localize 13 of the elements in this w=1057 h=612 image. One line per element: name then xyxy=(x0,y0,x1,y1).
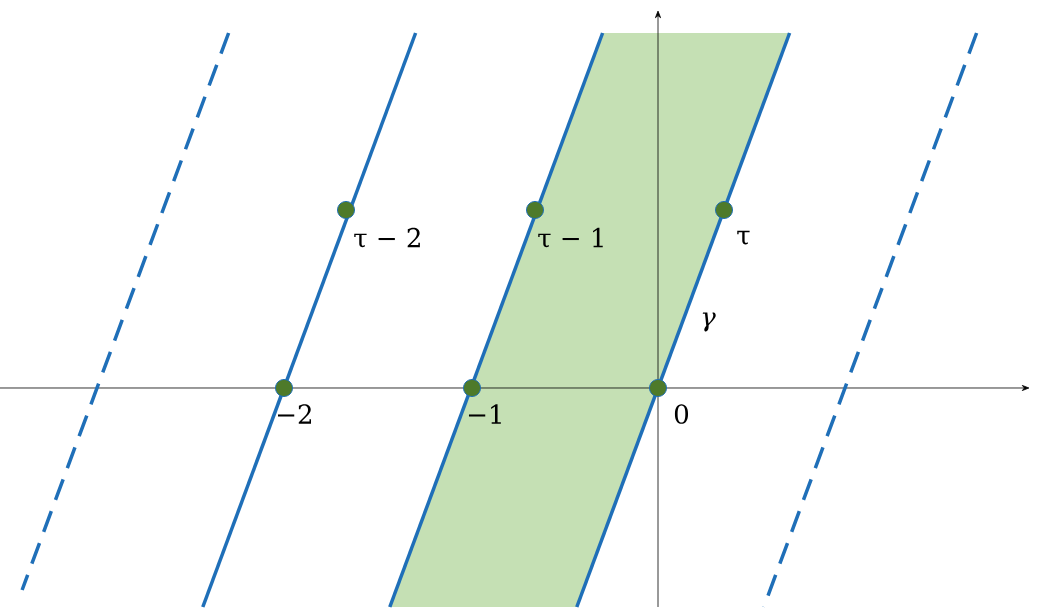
curve-label: γ xyxy=(702,312,716,332)
point-label: τ xyxy=(737,230,750,245)
point-label: −1 xyxy=(468,404,501,424)
point-dot xyxy=(526,201,544,219)
point-label: τ − 2 xyxy=(354,227,420,248)
point-label: τ − 1 xyxy=(538,227,603,248)
point-label: −2 xyxy=(277,404,311,424)
point-dot xyxy=(463,379,481,397)
point-label: 0 xyxy=(674,404,689,424)
point-dot xyxy=(649,379,667,397)
point-dot xyxy=(275,379,293,397)
point-dot xyxy=(337,201,355,219)
point-dot xyxy=(715,201,733,219)
